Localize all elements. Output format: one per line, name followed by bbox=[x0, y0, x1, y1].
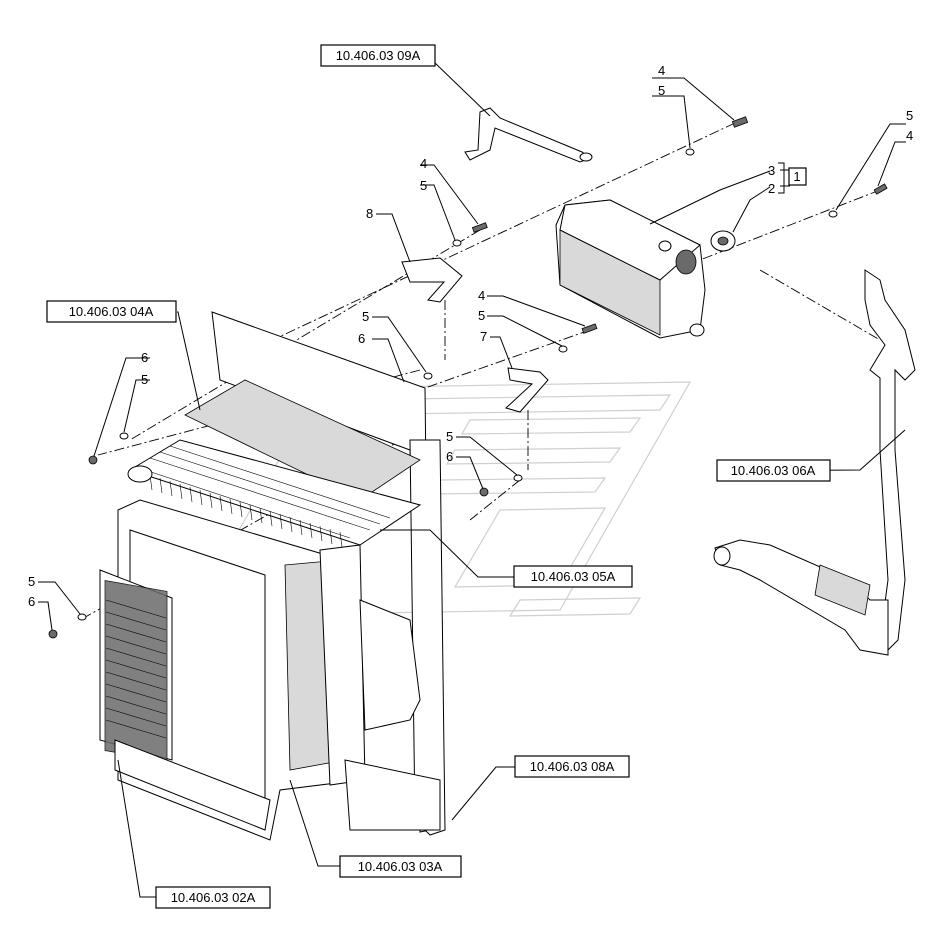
ref-label-top-hose[interactable]: 10.406.03 09A bbox=[320, 44, 436, 67]
ref-label-text: 10.406.03 05A bbox=[531, 569, 616, 584]
leader-lines bbox=[38, 61, 906, 898]
cooling-package bbox=[99, 311, 446, 841]
ref-label-lower-hose[interactable]: 10.406.03 06A bbox=[716, 459, 831, 482]
bracket-8 bbox=[401, 257, 463, 303]
ref-label-cooler-core[interactable]: 10.406.03 03A bbox=[339, 855, 462, 878]
callout-4: 4 bbox=[420, 156, 427, 171]
callout-5: 5 bbox=[420, 178, 427, 193]
ref-label-text: 10.406.03 02A bbox=[171, 890, 256, 905]
fasteners bbox=[48, 116, 888, 639]
callout-5: 5 bbox=[478, 308, 485, 323]
callout-5: 5 bbox=[141, 372, 148, 387]
bracket-7 bbox=[505, 367, 549, 413]
ref-label-text: 10.406.03 08A bbox=[530, 759, 615, 774]
expansion-tank bbox=[555, 199, 736, 339]
callout-6: 6 bbox=[446, 449, 453, 464]
ref-label-radiator-top[interactable]: 10.406.03 05A bbox=[513, 565, 633, 588]
callout-4: 4 bbox=[658, 63, 665, 78]
callout-numbers: 4 5 3 2 5 4 8 4 5 4 5 7 5 6 6 5 5 6 5 6 bbox=[28, 63, 913, 609]
kit-label-text: 1 bbox=[793, 169, 800, 184]
callout-3: 3 bbox=[768, 163, 775, 178]
callout-5: 5 bbox=[446, 429, 453, 444]
ref-label-text: 10.406.03 04A bbox=[69, 304, 154, 319]
ref-label-text: 10.406.03 03A bbox=[358, 859, 443, 874]
callout-4: 4 bbox=[478, 288, 485, 303]
callout-5: 5 bbox=[906, 108, 913, 123]
ref-label-frame-bottom[interactable]: 10.406.03 08A bbox=[514, 755, 630, 778]
kit-label: 1 bbox=[778, 162, 807, 194]
callout-8: 8 bbox=[366, 206, 373, 221]
ref-label-text: 10.406.03 06A bbox=[731, 463, 816, 478]
callout-4: 4 bbox=[906, 128, 913, 143]
callout-5: 5 bbox=[28, 574, 35, 589]
condenser-core bbox=[104, 580, 168, 762]
ref-label-fan-shroud[interactable]: 10.406.03 04A bbox=[46, 300, 177, 323]
ref-label-condenser[interactable]: 10.406.03 02A bbox=[155, 886, 271, 909]
callout-6: 6 bbox=[28, 594, 35, 609]
callout-6: 6 bbox=[141, 350, 148, 365]
callout-6: 6 bbox=[358, 331, 365, 346]
callout-5: 5 bbox=[658, 83, 665, 98]
lower-hose bbox=[713, 269, 916, 656]
upper-hose bbox=[464, 107, 593, 163]
radiator-fins bbox=[144, 445, 391, 548]
ref-label-text: 10.406.03 09A bbox=[336, 48, 421, 63]
callout-7: 7 bbox=[480, 329, 487, 344]
callout-2: 2 bbox=[768, 181, 775, 196]
callout-5: 5 bbox=[362, 309, 369, 324]
